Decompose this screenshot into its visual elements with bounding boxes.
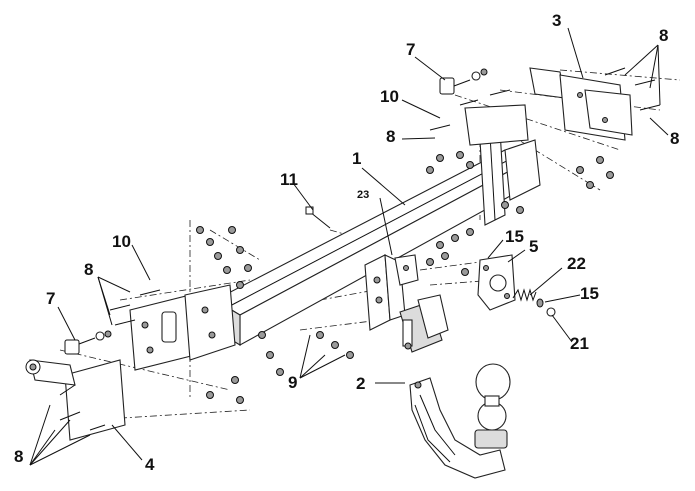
- spring-part: [512, 288, 556, 317]
- callout-7-top: 7: [406, 40, 415, 59]
- callout-3: 3: [552, 11, 561, 30]
- callout-11: 11: [280, 170, 298, 189]
- callout-4: 4: [145, 455, 155, 474]
- callout-8-bottom-left: 8: [14, 447, 23, 466]
- ball-neck-assembly: [409, 363, 511, 479]
- callout-8-right: 8: [670, 129, 679, 148]
- callout-15-lower: 15: [580, 284, 599, 303]
- callout-15-upper: 15: [505, 227, 524, 246]
- bolts-and-nuts: [59, 67, 661, 431]
- callout-5: 5: [529, 237, 538, 256]
- right-side-bracket: [464, 67, 633, 146]
- callout-2: 2: [356, 374, 365, 393]
- callout-8-mid-right: 8: [386, 127, 395, 146]
- callout-10-left: 10: [112, 232, 131, 251]
- callout-8-left: 8: [84, 260, 93, 279]
- callout-7-left: 7: [46, 289, 55, 308]
- callout-23: 23: [357, 189, 369, 201]
- callout-21: 21: [570, 334, 589, 353]
- callout-leader-lines: [29, 27, 669, 466]
- callout-labels: 1 2 3 4 5 7 7 8 8 8 8 8 9 10 10 11 15 15…: [14, 11, 679, 474]
- left-side-bracket: [25, 284, 236, 441]
- callout-22: 22: [567, 254, 586, 273]
- socket-plate: [477, 254, 516, 311]
- callout-10-top: 10: [380, 87, 399, 106]
- coupling-receiver-block: [399, 294, 449, 353]
- callout-9: 9: [288, 373, 297, 392]
- callout-8-top-right: 8: [659, 26, 668, 45]
- centre-socket-bracket: [364, 254, 419, 331]
- callout-1: 1: [352, 149, 361, 168]
